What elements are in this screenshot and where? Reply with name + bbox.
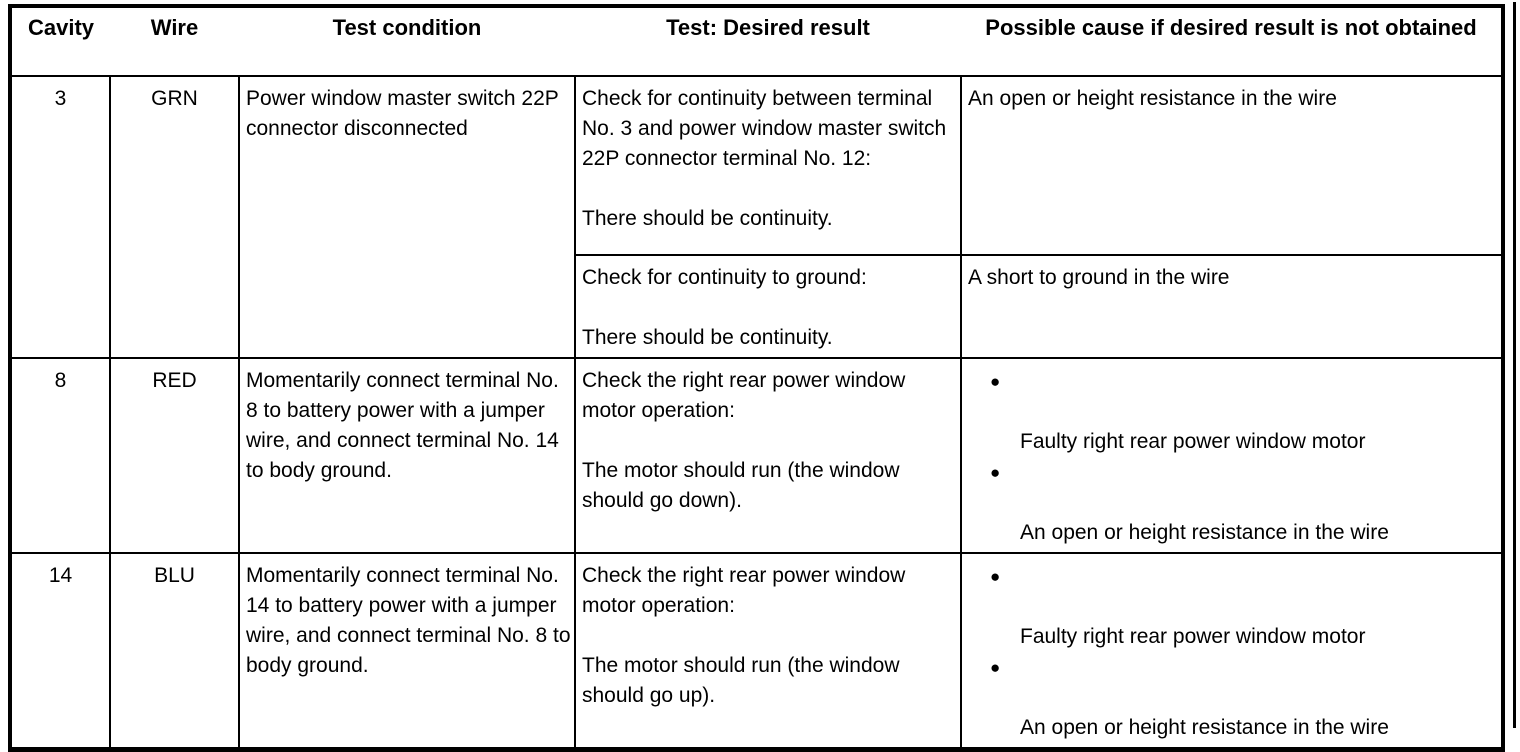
desired-result-check: Check for continuity to ground:: [582, 266, 867, 289]
cell-test-condition: Momentarily connect terminal No. 8 to ba…: [238, 357, 576, 554]
cell-cavity: 8: [9, 357, 111, 554]
possible-cause-text: A short to ground in the wire: [968, 266, 1230, 289]
list-item: Faulty right rear power window motor: [968, 366, 1501, 457]
cell-cavity: 14: [9, 552, 111, 751]
table-row: 8 RED Momentarily connect terminal No. 8…: [9, 357, 1504, 554]
column-header-test-desired-result: Test: Desired result: [666, 15, 870, 40]
line-spacer: [968, 488, 1501, 518]
line-spacer: [968, 397, 1501, 427]
cell-test-condition: Momentarily connect terminal No. 14 to b…: [238, 552, 576, 751]
cell-cavity: 3: [9, 75, 111, 359]
desired-result-expected: There should be continuity.: [582, 207, 833, 230]
desired-result-expected: The motor should run (the window should …: [582, 654, 900, 707]
bullet-icon: [968, 561, 1501, 592]
possible-cause-text: An open or height resistance in the wire: [1020, 521, 1389, 544]
possible-cause-text: Faulty right rear power window motor: [1020, 625, 1366, 648]
table-row: Check for continuity to ground: There sh…: [10, 254, 1504, 359]
bullet-icon: [968, 457, 1501, 488]
column-header-cavity: Cavity: [27, 15, 95, 40]
desired-result-check: Check for continuity between terminal No…: [582, 87, 947, 170]
line-spacer: [582, 293, 960, 323]
table-row: 3 GRN Power window master switch 22P con…: [9, 75, 1504, 359]
cell-wire: RED: [109, 357, 240, 554]
header-row: Cavity Wire Test condition Test: Desired…: [10, 6, 1503, 76]
line-spacer: [582, 621, 960, 651]
list-item: An open or height resistance in the wire: [968, 457, 1501, 548]
cell-test-desired-result: Check for continuity to ground: There sh…: [574, 254, 962, 359]
cell-possible-cause: An open or height resistance in the wire: [960, 75, 1504, 256]
cell-test-desired-result: Check the right rear power window motor …: [574, 357, 962, 554]
cell-possible-cause: Faulty right rear power window motor An …: [960, 357, 1504, 554]
line-spacer: [968, 592, 1501, 622]
cell-wire: GRN: [109, 75, 240, 359]
desired-result-check: Check the right rear power window motor …: [582, 564, 906, 617]
list-item: An open or height resistance in the wire: [968, 652, 1501, 743]
table-header: Cavity Wire Test condition Test: Desired…: [10, 6, 1503, 76]
cell-test-condition: Power window master switch 22P connector…: [238, 75, 576, 359]
column-header-wire: Wire: [150, 15, 199, 40]
table-body: 3 GRN Power window master switch 22P con…: [9, 75, 1504, 751]
bullet-icon: [968, 652, 1501, 683]
line-spacer: [582, 426, 960, 456]
table-row: 14 BLU Momentarily connect terminal No. …: [9, 552, 1504, 751]
bullet-icon: [968, 366, 1501, 397]
column-header-test-condition: Test condition: [332, 15, 482, 40]
wire-test-table: Cavity Wire Test condition Test: Desired…: [8, 4, 1505, 752]
cell-wire: BLU: [109, 552, 240, 751]
list-item: Faulty right rear power window motor: [968, 561, 1501, 652]
cell-test-desired-result: Check for continuity between terminal No…: [574, 75, 962, 256]
possible-cause-list: Faulty right rear power window motor An …: [968, 366, 1501, 548]
line-spacer: [968, 683, 1501, 713]
desired-result-expected: There should be continuity.: [582, 326, 833, 349]
possible-cause-list: Faulty right rear power window motor An …: [968, 561, 1501, 743]
possible-cause-text: Faulty right rear power window motor: [1020, 430, 1366, 453]
cell-possible-cause: Faulty right rear power window motor An …: [960, 552, 1504, 751]
desired-result-check: Check the right rear power window motor …: [582, 369, 906, 422]
possible-cause-text: An open or height resistance in the wire: [968, 87, 1337, 110]
line-spacer: [582, 174, 960, 204]
possible-cause-text: An open or height resistance in the wire: [1020, 716, 1389, 739]
cell-test-desired-result: Check the right rear power window motor …: [574, 552, 962, 751]
desired-result-expected: The motor should run (the window should …: [582, 459, 900, 512]
cell-possible-cause: A short to ground in the wire: [960, 254, 1504, 359]
column-header-possible-cause: Possible cause if desired result is not …: [985, 15, 1477, 40]
